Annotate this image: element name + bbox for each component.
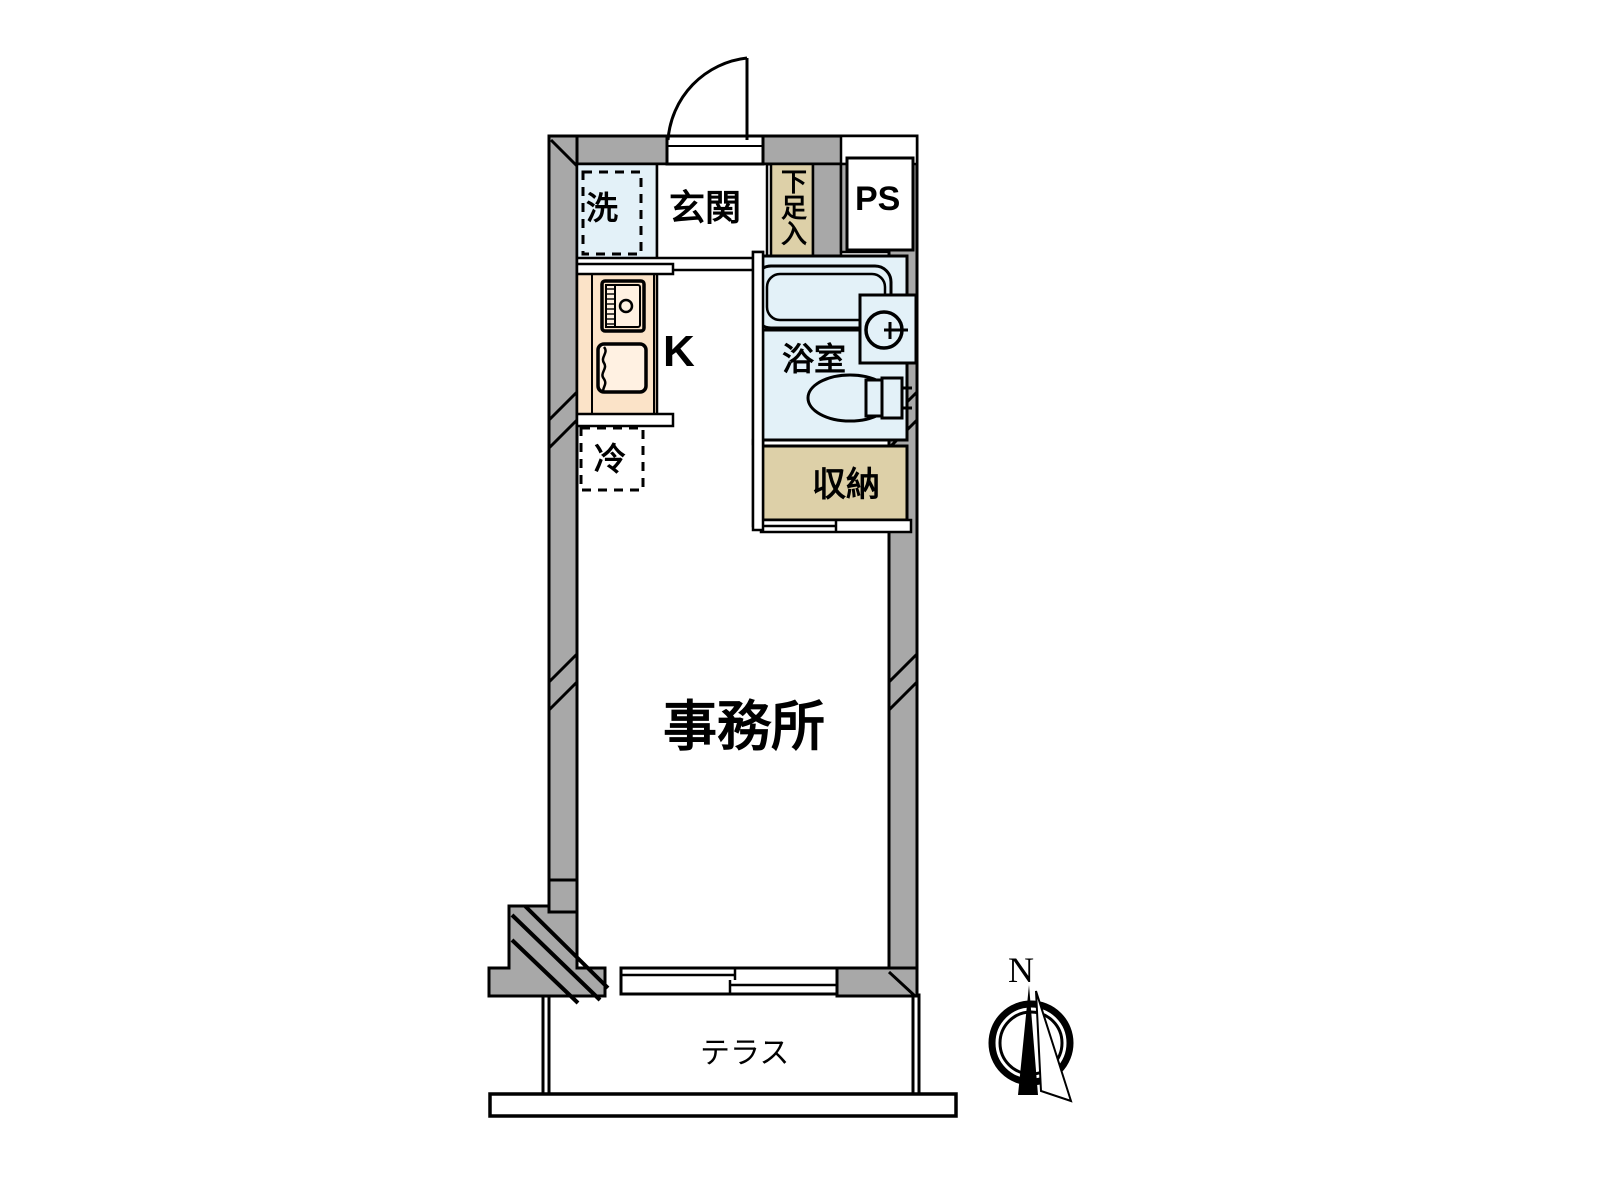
compass-label-north: N [1008, 950, 1034, 990]
room-label-office: 事務所 [663, 697, 825, 757]
room-label-terrace: テラス [700, 1037, 790, 1070]
ps-area [839, 134, 919, 254]
room-label-genkan: 玄関 [669, 187, 742, 228]
compass-rose [988, 985, 1074, 1103]
room-label-kitchen: K [663, 327, 695, 376]
pillar-hatch [510, 904, 610, 1005]
kitchen-area [575, 262, 675, 428]
entrance-door [665, 56, 765, 166]
room-label-ps: PS [855, 180, 901, 218]
sliding-glass-door [619, 966, 839, 996]
room-label-fridge: 冷 [594, 441, 627, 477]
room-label-bathroom: 浴室 [782, 341, 847, 377]
room-label-washer: 洗 [586, 190, 619, 226]
room-label-closet: 収納 [812, 466, 880, 504]
washer-area [575, 162, 659, 264]
terrace-group [488, 993, 958, 1118]
room-label-shoe-cabinet: 下足入 [777, 168, 808, 246]
shoe-cabinet-area [769, 162, 815, 260]
fridge-area [579, 426, 645, 492]
